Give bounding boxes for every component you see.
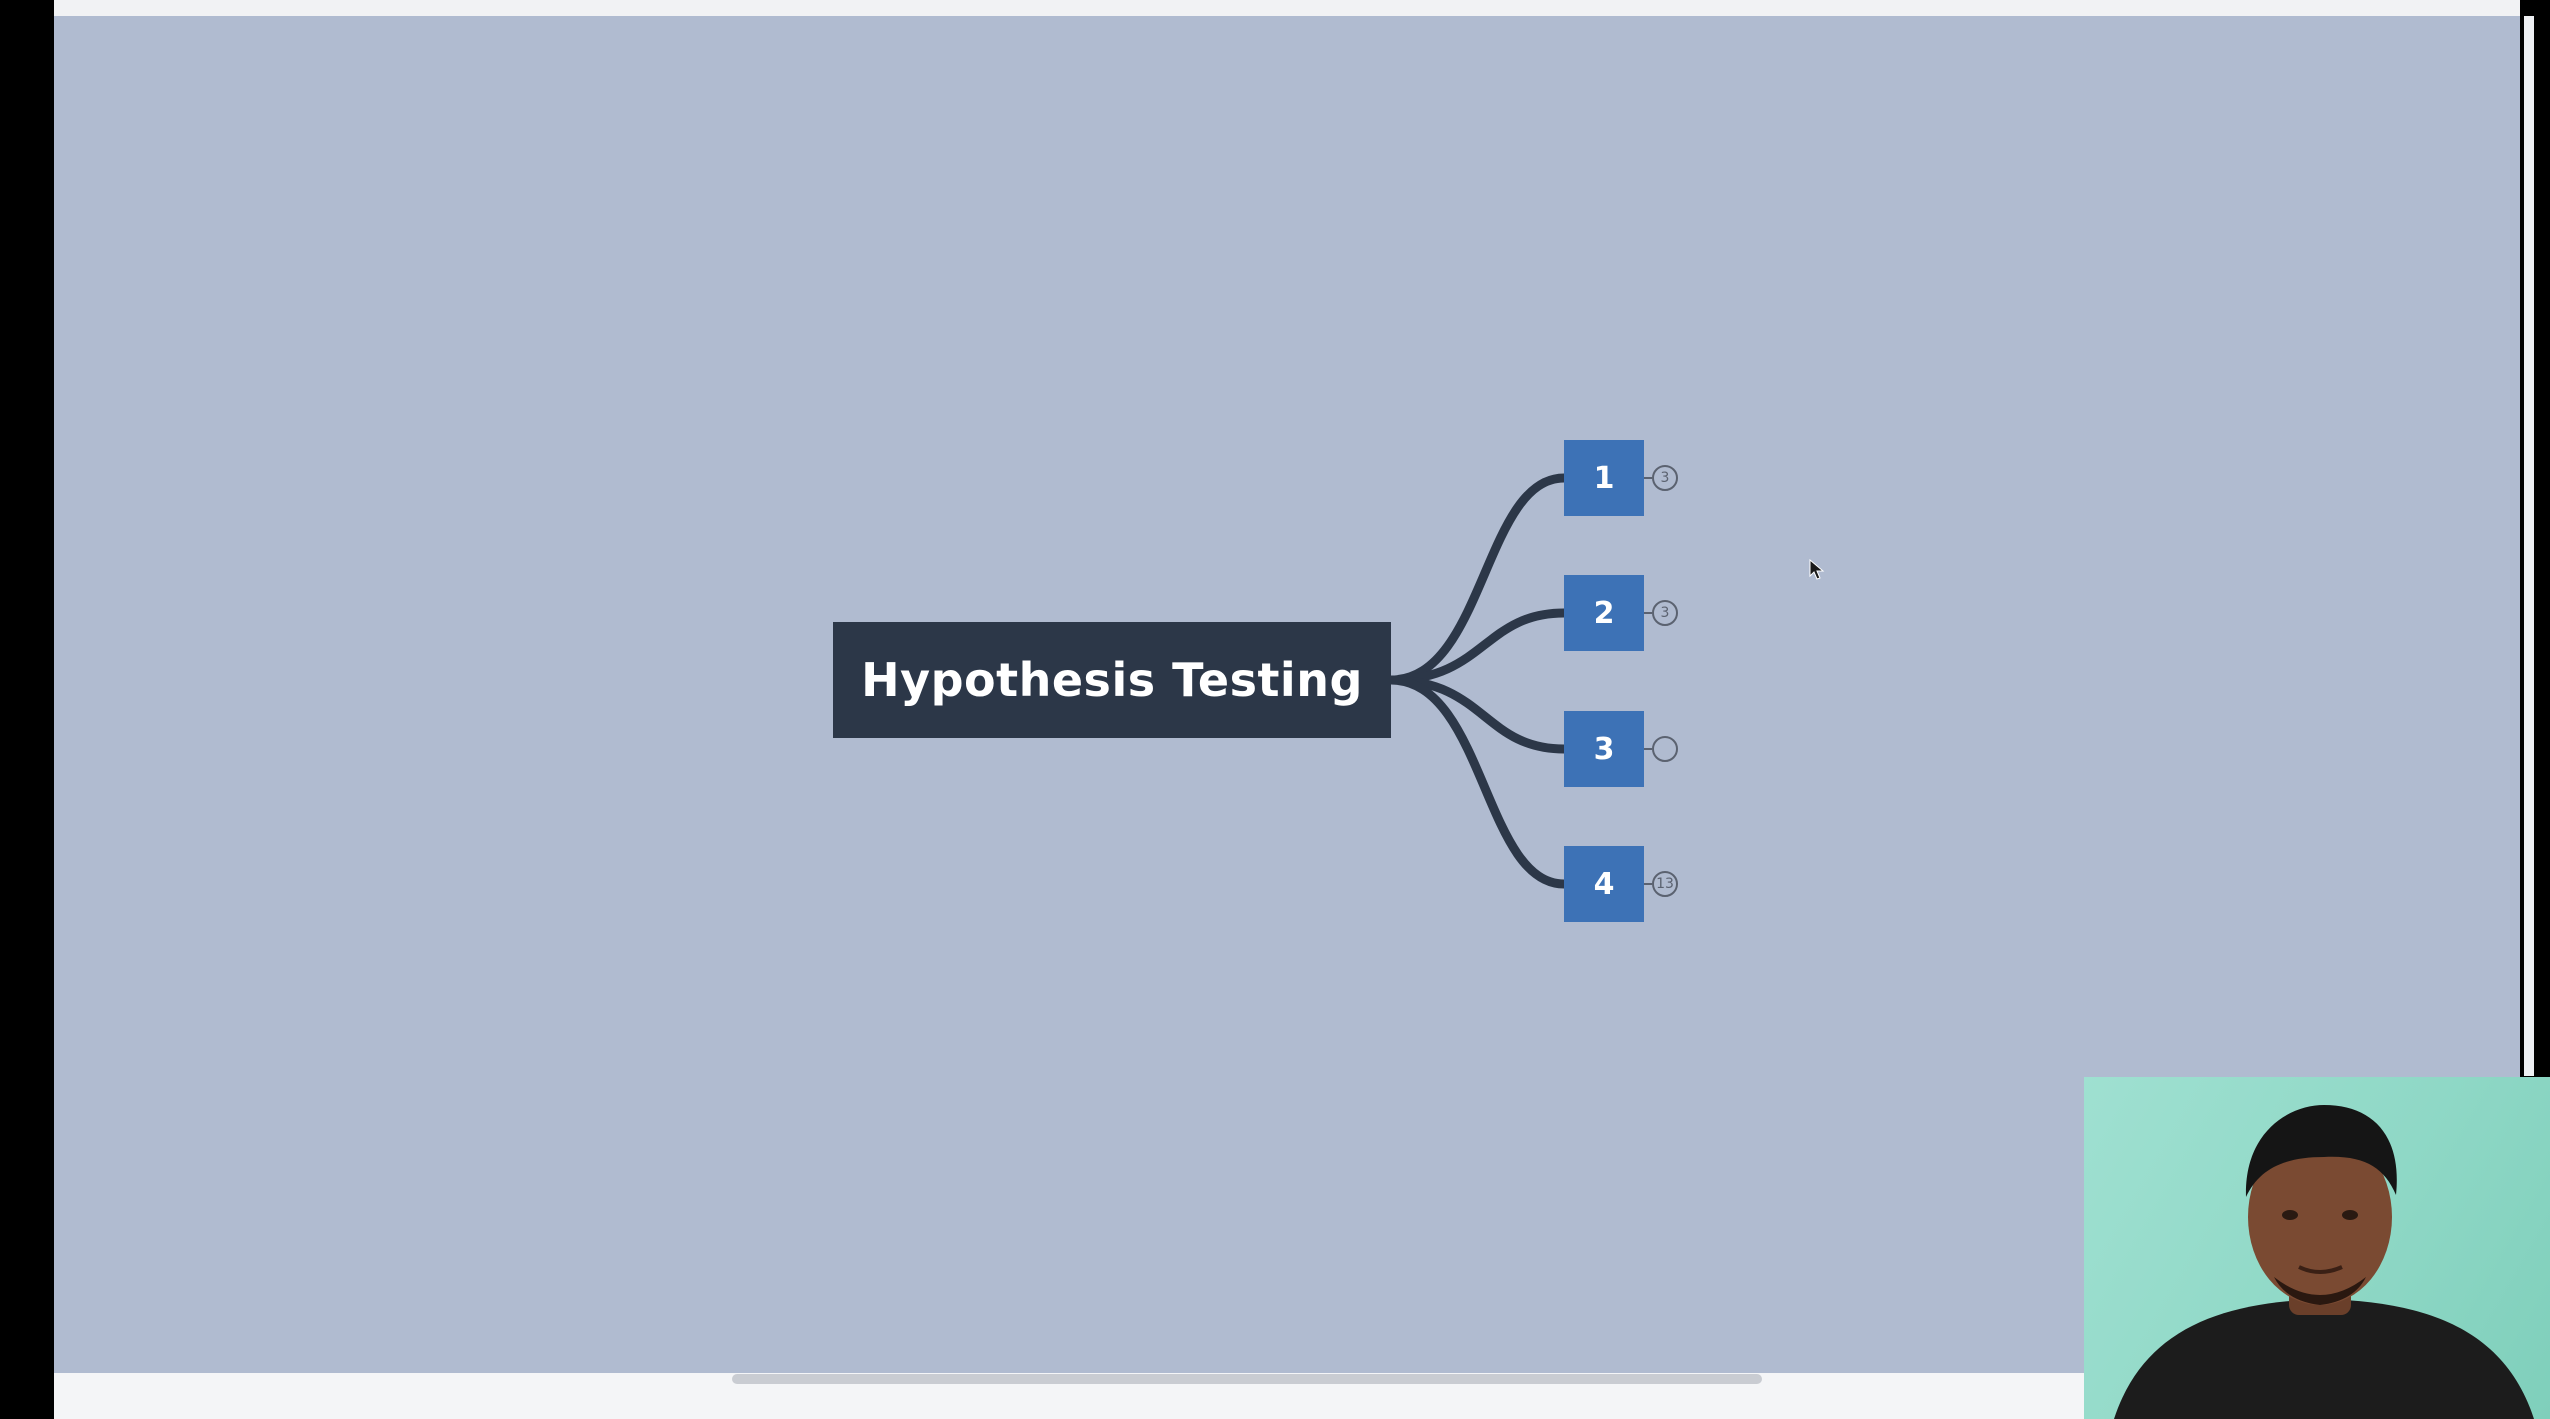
collapse-toggle-icon[interactable]: 13 (1652, 871, 1678, 897)
webcam-overlay (2084, 1077, 2550, 1419)
presenter-avatar (2114, 1105, 2534, 1419)
child-node-4[interactable]: 4 (1564, 846, 1644, 922)
child-node-1[interactable]: 1 (1564, 440, 1644, 516)
connector-4 (1386, 675, 1569, 889)
app-top-strip (54, 0, 2550, 16)
mindmap-canvas[interactable]: Hypothesis Testing 1 3 2 3 3 4 13 (54, 16, 2520, 1373)
arrow-cursor-icon (1809, 559, 1825, 580)
child-node-2[interactable]: 2 (1564, 575, 1644, 651)
horizontal-scrollbar[interactable] (732, 1374, 1762, 1384)
connector-2 (1386, 608, 1569, 685)
collapse-toggle-icon[interactable]: 3 (1652, 600, 1678, 626)
vertical-scroll-track[interactable] (2524, 16, 2534, 1076)
collapse-toggle-icon[interactable]: 3 (1652, 465, 1678, 491)
child-node-3[interactable]: 3 (1564, 711, 1644, 787)
connector-3 (1386, 675, 1569, 754)
collapse-toggle-icon[interactable] (1652, 736, 1678, 762)
mindmap-connectors (1386, 473, 1652, 889)
central-topic-node[interactable]: Hypothesis Testing (833, 622, 1391, 738)
connector-1 (1386, 473, 1569, 685)
